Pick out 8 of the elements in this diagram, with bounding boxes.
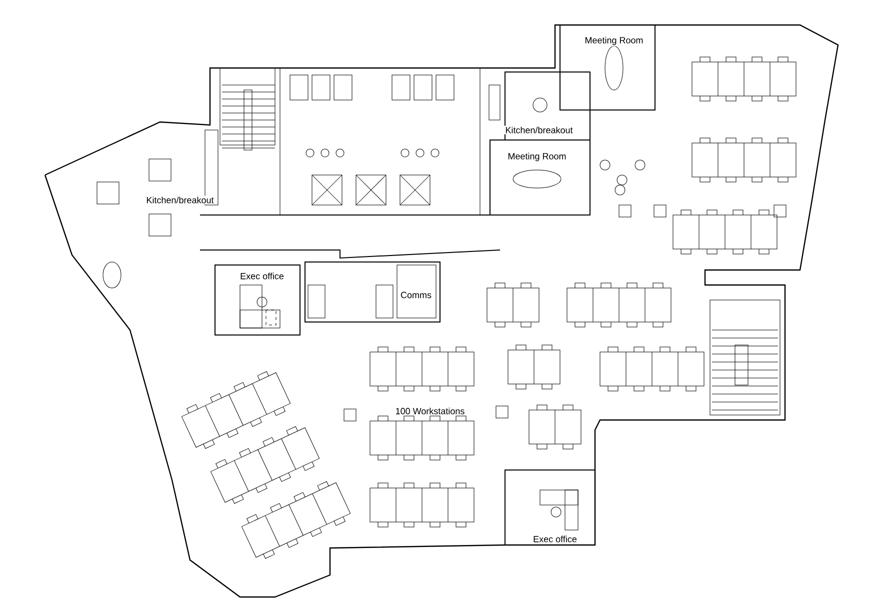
room-label: Comms	[400, 290, 432, 300]
room-label: Kitchen/breakout	[504, 126, 574, 134]
room-label: Exec office	[239, 272, 285, 280]
room-label: Meeting Room	[506, 152, 568, 162]
room-label: Exec office	[532, 534, 578, 544]
room-label: 100 Workstations	[394, 406, 466, 416]
room-label: Kitchen/breakout	[145, 196, 215, 204]
room-label: Meeting Room	[584, 36, 644, 46]
